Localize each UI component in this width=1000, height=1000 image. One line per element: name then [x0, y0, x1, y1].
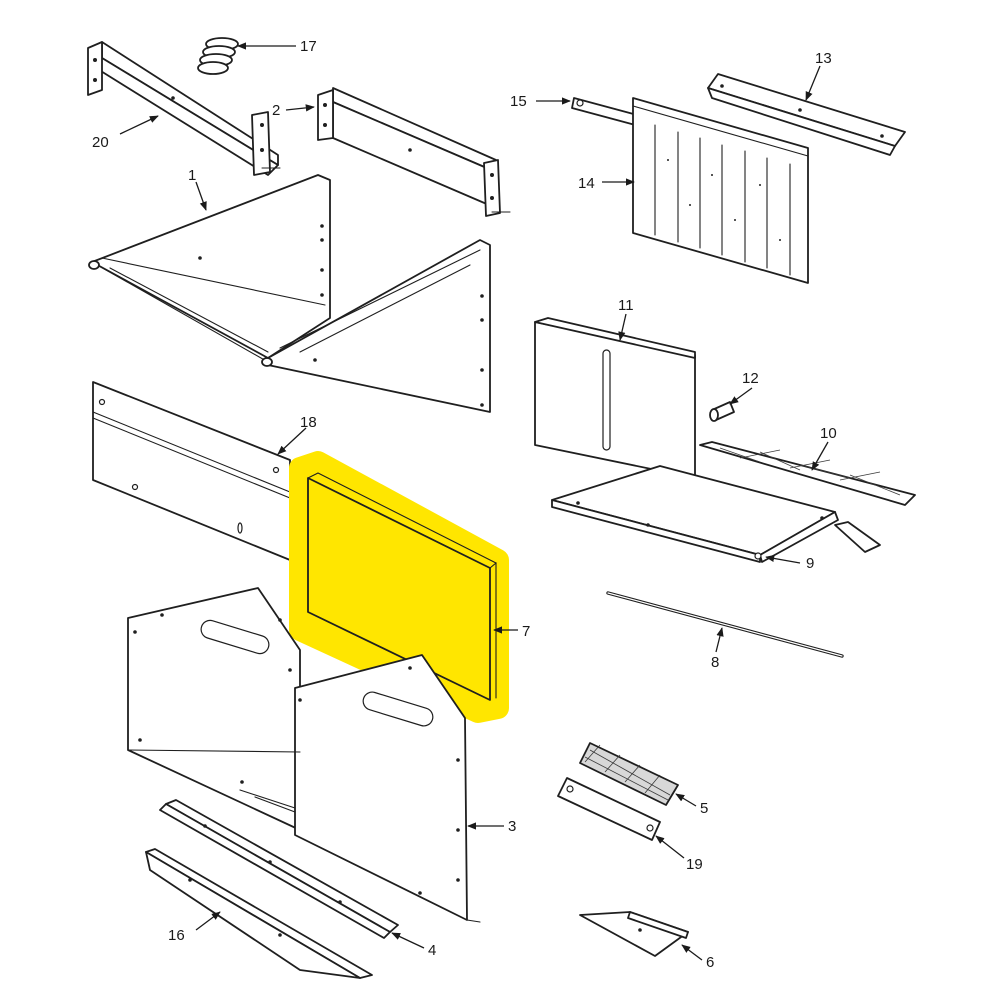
part-7-highlight: [289, 451, 509, 723]
callout-labels: 17 2 20 1 15 13 14 11 12 10 18 9 7 8 3 5…: [92, 38, 837, 971]
part-8-rod: [606, 591, 844, 658]
part-16-angle-rail: [145, 848, 373, 979]
callout-10: 10: [820, 425, 837, 442]
leader-5: [675, 793, 697, 807]
part-9-tray: [551, 465, 881, 563]
part-14-flap-panel: [632, 97, 809, 284]
part-13-angle-bar: [707, 73, 906, 156]
callout-17: 17: [300, 38, 317, 55]
part-6-small-bracket: [579, 911, 689, 957]
callout-14: 14: [578, 175, 595, 192]
callout-4: 4: [428, 942, 436, 959]
part-18-front-board: [92, 381, 291, 561]
leader-18: [277, 427, 307, 455]
callout-11: 11: [618, 297, 634, 314]
leader-2: [285, 104, 315, 112]
callout-6: 6: [706, 954, 714, 971]
part-10-mesh-strip: [699, 441, 916, 506]
callout-8: 8: [711, 654, 719, 671]
callout-20: 20: [92, 134, 109, 151]
callout-7: 7: [522, 623, 530, 640]
leader-6: [681, 944, 703, 961]
leader-4: [391, 932, 425, 949]
part-17-spring: [197, 37, 239, 75]
leader-16: [195, 911, 221, 931]
part-12-roller: [709, 401, 735, 422]
callout-3: 3: [508, 818, 516, 835]
callout-16: 16: [168, 927, 185, 944]
part-2-bracket: [317, 87, 511, 217]
leader-8: [715, 627, 724, 653]
part-5-mesh-pad: [579, 742, 679, 806]
leader-19: [655, 835, 685, 859]
part-11-upright-plate: [534, 317, 696, 479]
leader-20: [119, 115, 159, 135]
leader-11: [618, 313, 627, 341]
callout-18: 18: [300, 414, 317, 431]
leader-10: [811, 441, 829, 471]
leader-1: [195, 181, 207, 211]
part-1-hopper: [88, 174, 491, 413]
leader-13: [805, 65, 821, 101]
callout-9: 9: [806, 555, 814, 572]
part-7-side-plate: [289, 451, 509, 723]
callout-13: 13: [815, 50, 832, 67]
callout-15: 15: [510, 93, 527, 110]
callout-2: 2: [272, 102, 280, 119]
callout-12: 12: [742, 370, 759, 387]
leader-12: [729, 387, 753, 405]
callout-19: 19: [686, 856, 703, 873]
part-4-rail: [159, 799, 399, 939]
part-3-side-frame: [127, 587, 481, 923]
callout-leaders: [119, 42, 829, 961]
leader-9: [765, 554, 801, 564]
callout-5: 5: [700, 800, 708, 817]
callout-1: 1: [188, 167, 196, 184]
part-20-bracket: [87, 41, 281, 176]
part-19-flat-bar: [557, 777, 661, 841]
